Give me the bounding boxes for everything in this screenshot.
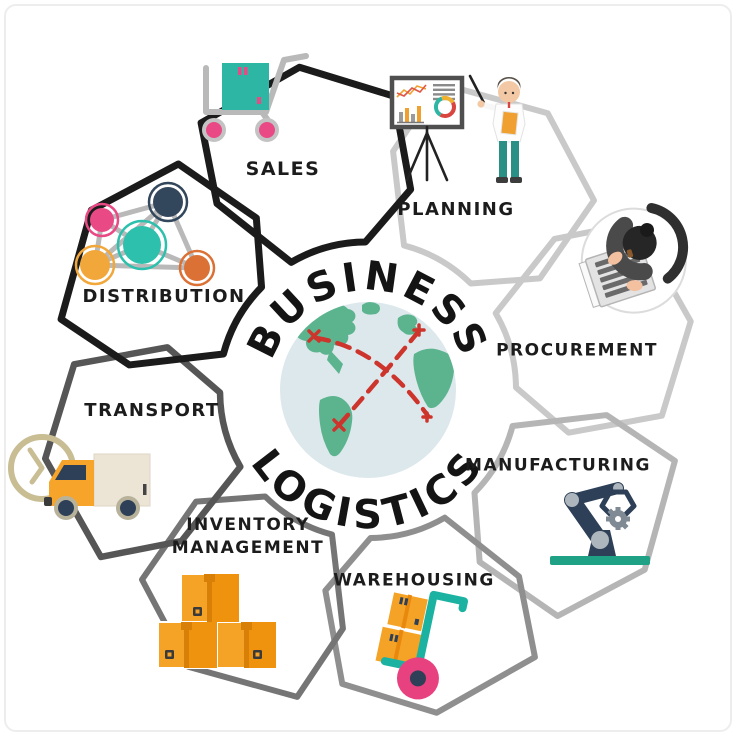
delivery-truck-clock-icon bbox=[8, 434, 151, 520]
gear bbox=[606, 507, 630, 530]
dolly-boxes bbox=[373, 590, 430, 671]
hand bbox=[608, 251, 623, 265]
robot-base bbox=[550, 556, 650, 565]
board-tripod bbox=[405, 125, 449, 182]
network-nodes bbox=[74, 181, 216, 287]
network-nodes-icon bbox=[74, 181, 216, 287]
globe-icon bbox=[280, 302, 456, 478]
robot-claw bbox=[599, 489, 637, 517]
stacked-boxes-icon bbox=[157, 573, 277, 669]
route-markers bbox=[307, 323, 433, 432]
truck-wheel bbox=[54, 496, 78, 520]
delivery-truck bbox=[44, 453, 151, 520]
dolly-boxes-icon bbox=[373, 590, 469, 700]
pointer-stick bbox=[468, 74, 486, 105]
sales-wheel bbox=[202, 118, 226, 142]
segment-label-warehousing: WAREHOUSING bbox=[333, 570, 495, 591]
windshield bbox=[55, 465, 86, 480]
board-charts bbox=[396, 84, 456, 124]
presenter-person bbox=[468, 74, 526, 183]
person-laptop-icon bbox=[578, 202, 689, 314]
segment-label-sales: SALES bbox=[245, 158, 321, 181]
shipping-routes-dashed bbox=[307, 323, 433, 432]
segment-label-planning: PLANNING bbox=[397, 198, 515, 220]
truck-wheel bbox=[116, 496, 140, 520]
hand-truck-box-icon bbox=[202, 53, 309, 142]
presenter-head bbox=[498, 81, 520, 103]
hand bbox=[626, 280, 643, 292]
clipboard bbox=[500, 110, 519, 136]
segment-label-inventory-management: INVENTORY MANAGEMENT bbox=[171, 515, 325, 558]
robot-arm-icon bbox=[550, 482, 650, 565]
segment-label-distribution: DISTRIBUTION bbox=[82, 285, 246, 307]
sales-wheel bbox=[255, 118, 279, 142]
segment-label-transport: TRANSPORT bbox=[84, 399, 220, 421]
segment-label-procurement: PROCUREMENT bbox=[496, 340, 658, 361]
segment-label-manufacturing: MANUFACTURING bbox=[465, 455, 651, 476]
presentation-board-icon bbox=[389, 74, 526, 183]
chair-back bbox=[646, 202, 689, 284]
